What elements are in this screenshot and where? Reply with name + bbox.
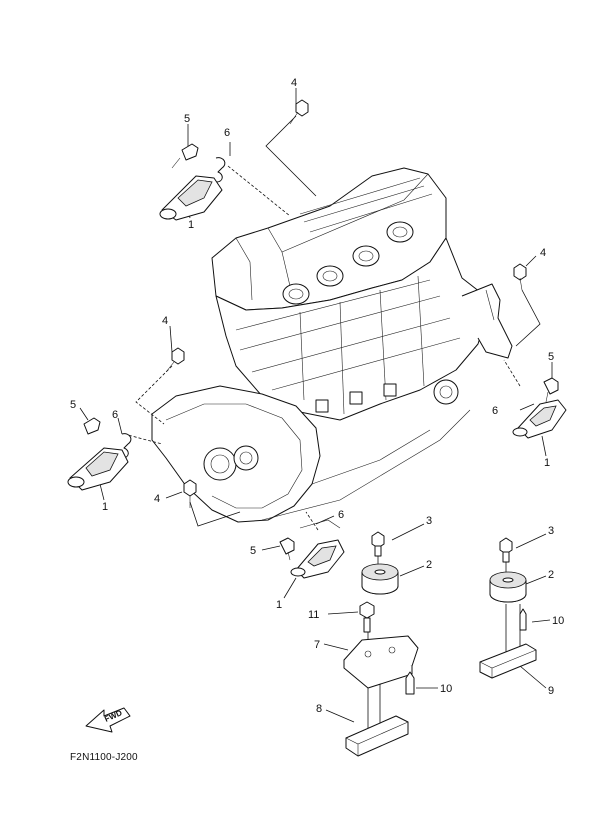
callout-1-lower: 1: [276, 599, 282, 611]
callout-5-right: 5: [548, 351, 554, 363]
callout-1-top: 1: [188, 219, 194, 231]
engine-mount-top: [159, 99, 309, 221]
callout-2-right: 2: [548, 569, 554, 581]
callout-10-right: 10: [552, 615, 564, 627]
callout-2-center: 2: [426, 559, 432, 571]
callout-4-lower: 4: [154, 493, 160, 505]
engine-mount-left: [67, 347, 185, 491]
leader-lines: [79, 88, 553, 740]
engine-mount-right: [512, 263, 567, 439]
callout-4-left: 4: [162, 315, 168, 327]
callout-1-right: 1: [544, 457, 550, 469]
callout-5-top: 5: [184, 113, 190, 125]
callout-5-lower: 5: [250, 545, 256, 557]
callout-labels: 4 5 6 1 4 4 5 1 6 5 6 1 4 6 5 1 3 2 11 7…: [70, 77, 564, 715]
callout-7: 7: [314, 639, 320, 651]
callout-4-right: 4: [540, 247, 546, 259]
fwd-arrow-icon: FWD: [85, 707, 131, 733]
callout-6-top: 6: [224, 127, 230, 139]
callout-9: 9: [548, 685, 554, 697]
callout-4-top: 4: [291, 77, 297, 89]
callout-11: 11: [308, 609, 319, 621]
callout-6-left: 6: [112, 409, 118, 421]
callout-3-right: 3: [548, 525, 554, 537]
callout-6-right: 6: [492, 405, 498, 417]
engine-mount-lower: [183, 479, 345, 579]
callout-6-lower: 6: [338, 509, 344, 521]
engine-block: [151, 167, 513, 523]
callout-1-left: 1: [102, 501, 108, 513]
rubber-mount-stack-right: [479, 537, 537, 679]
callout-10-center: 10: [440, 683, 452, 695]
callout-3-center: 3: [426, 515, 432, 527]
rubber-mount-stack-center: [343, 531, 419, 757]
diagram-code: F2N1100-J200: [70, 752, 138, 763]
callout-5-left: 5: [70, 399, 76, 411]
callout-8: 8: [316, 703, 322, 715]
